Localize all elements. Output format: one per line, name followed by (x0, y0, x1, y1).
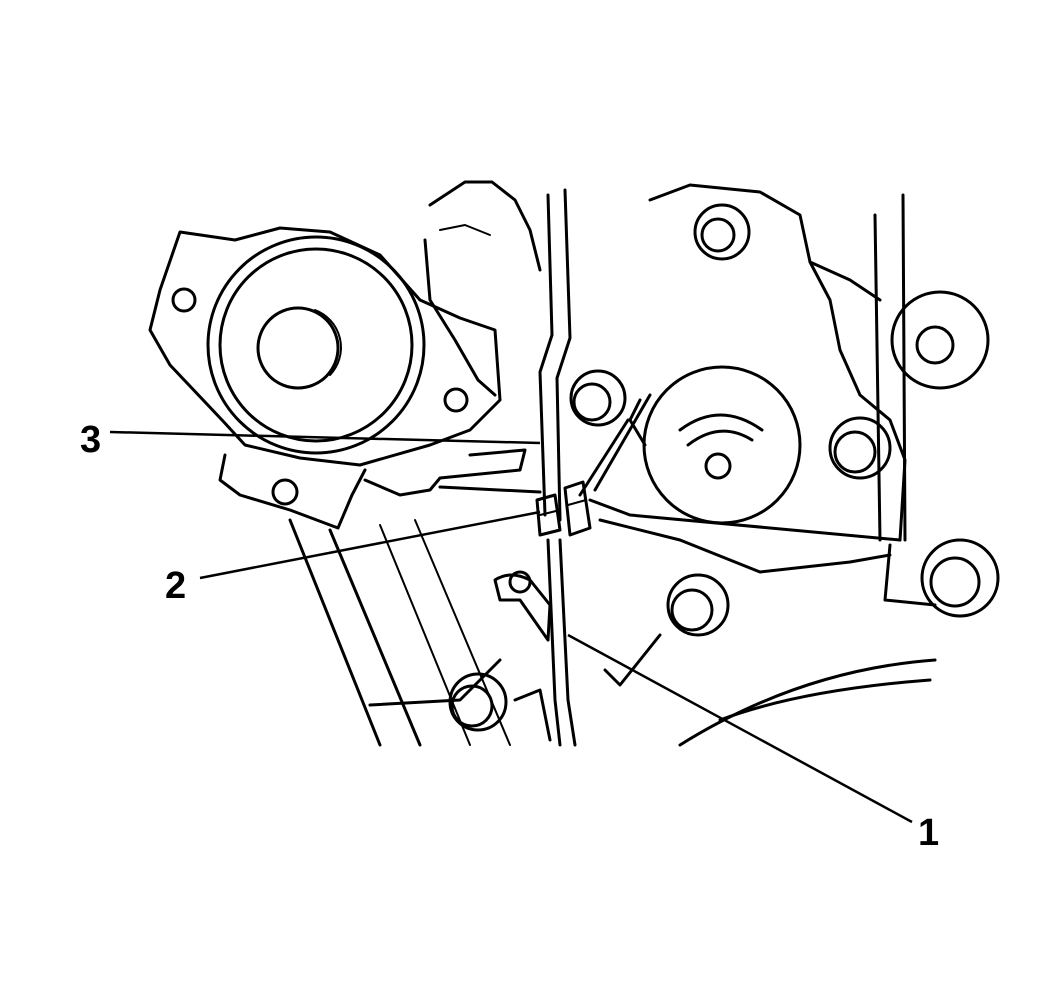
bolt-lower-center (666, 573, 730, 637)
tensioner-assembly (578, 365, 802, 525)
leader-line-3 (109, 430, 541, 445)
right-housing (588, 183, 937, 747)
callout-2: 2 (165, 565, 186, 607)
upper-housing (423, 180, 542, 397)
bolts (448, 203, 1000, 732)
large-pulley (206, 235, 426, 455)
bolt-lower-right (883, 538, 1000, 618)
left-bracket-housing (148, 226, 502, 530)
leader-lines (109, 430, 913, 824)
timing-belt (538, 188, 577, 747)
bolt-center-left (569, 369, 627, 427)
callout-1: 1 (918, 812, 939, 854)
leader-line-1 (567, 633, 913, 824)
bolt-top (693, 203, 751, 261)
callout-3: 3 (80, 419, 101, 461)
bolt-upper-right (890, 290, 990, 390)
lower-left-bracket (288, 448, 552, 747)
leader-line-2 (199, 510, 541, 580)
belt-clip (535, 480, 592, 537)
bolt-center-right (828, 416, 892, 480)
